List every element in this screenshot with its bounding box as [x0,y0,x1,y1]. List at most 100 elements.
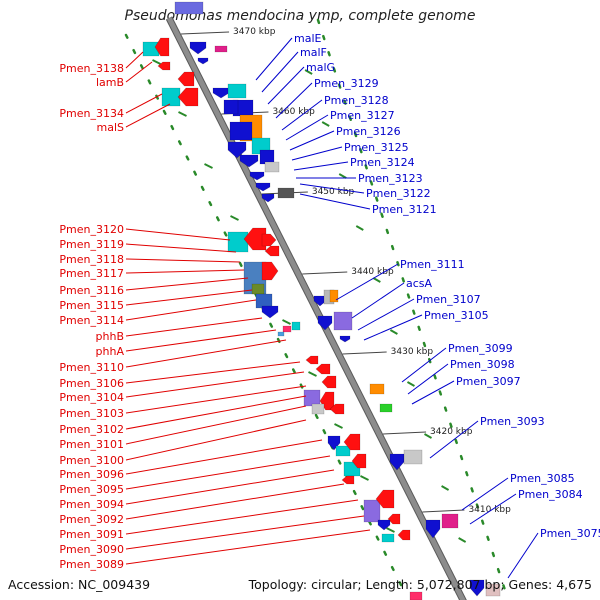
gene-label-right: Pmen_3122 [366,187,431,200]
gene-feature [329,289,339,303]
gene-feature [229,121,253,141]
genome-summary: Topology: circular; Length: 5,072,807 bp… [248,577,592,592]
kbp-tick [422,509,465,513]
gene-feature [369,383,385,395]
tick-mark [406,381,415,387]
gene-label-left: lamB [96,76,124,89]
tick-mark [360,475,369,481]
leader-line-left [125,329,277,352]
leader-line-right [267,66,305,105]
tick-mark [152,59,161,65]
leader-line-right [429,420,479,459]
guide-line-left [124,33,405,592]
gene-feature [227,83,247,99]
gene-label-left: Pmen_3094 [59,498,124,511]
leader-line-right [289,130,335,151]
gene-label-left: Pmen_3101 [59,438,124,451]
gene-label-right: Pmen_3097 [456,375,521,388]
leader-line-left [125,483,345,520]
gene-feature [363,499,381,523]
leader-line-left [125,385,307,414]
gene-feature [341,475,355,485]
gene-feature [197,57,209,65]
gene-label-left: Pmen_3095 [59,483,124,496]
gene-feature [375,489,395,509]
leader-line-left [125,499,359,535]
gene-label-left: Pmen_3114 [59,314,124,327]
tick-mark [372,277,381,283]
gene-feature [351,453,367,469]
gene-label-left: Pmen_3089 [59,558,124,571]
gene-label-left: Pmen_3138 [59,62,124,75]
leader-line-left [125,277,249,291]
tick-mark [282,319,291,325]
kbp-tick [181,31,230,35]
gene-label-left: Pmen_3092 [59,513,124,526]
leader-line-right [281,99,323,131]
gene-feature [157,61,171,71]
gene-feature [261,261,279,281]
gene-label-left: malS [97,121,125,134]
kbp-label: 3440 kbp [351,267,394,277]
gene-label-left: Pmen_3117 [59,267,124,280]
gene-label-left: Pmen_3091 [59,528,124,541]
gene-feature [264,245,280,257]
leader-line-left [125,317,263,337]
gene-feature [329,403,345,415]
gene-feature [305,355,319,365]
leader-line-right [335,263,399,301]
tick-mark [441,485,450,491]
leader-line-left [125,228,231,241]
gene-feature [261,305,279,319]
kbp-tick [383,431,427,435]
kbp-label: 3410 kbp [468,505,511,515]
gene-feature [174,1,204,15]
gene-label-left: Pmen_3115 [59,299,124,312]
kbp-tick [342,351,387,355]
gene-feature [239,154,259,168]
gene-label-right: Pmen_3126 [336,125,401,138]
leader-line-left [125,93,163,114]
gene-feature [333,311,353,331]
leader-line-left [125,289,253,306]
gene-label-left: phhB [96,330,124,343]
leader-line-left [125,299,257,321]
gene-feature [264,161,280,173]
gene-feature [389,453,405,471]
gene-label-right: Pmen_3121 [372,203,437,216]
leader-line-left [125,258,241,263]
tick-mark [204,163,213,169]
leader-line-right [357,298,415,331]
gene-feature [317,315,333,331]
leader-line-right [261,51,299,93]
gene-feature [189,41,207,55]
leader-line-right [285,114,329,141]
gene-feature [249,171,265,181]
leader-line-right [291,146,343,161]
gene-label-left: Pmen_3100 [59,454,124,467]
gene-label-right: Pmen_3084 [518,488,583,501]
leader-line-left [125,395,307,430]
gene-feature [335,445,351,457]
gene-label-left: Pmen_3116 [59,284,124,297]
leader-line-right [411,380,455,405]
leader-line-right [401,347,447,383]
leader-line-left [125,243,237,253]
gene-feature [277,187,295,199]
gene-label-left: Pmen_3103 [59,407,124,420]
kbp-label: 3460 kbp [272,107,315,117]
gene-feature [303,389,321,407]
gene-feature [277,331,285,337]
gene-label-right: Pmen_3093 [480,415,545,428]
gene-label-right: Pmen_3085 [510,472,575,485]
gene-feature [223,99,239,115]
gene-feature [251,283,265,295]
tick-mark [386,527,395,533]
gene-label-right: Pmen_3125 [344,141,409,154]
gene-feature [469,579,485,597]
leader-line-right [363,314,423,341]
gene-feature [177,87,199,107]
gene-feature [315,363,331,375]
leader-line-right [299,193,371,210]
gene-feature [381,533,395,543]
